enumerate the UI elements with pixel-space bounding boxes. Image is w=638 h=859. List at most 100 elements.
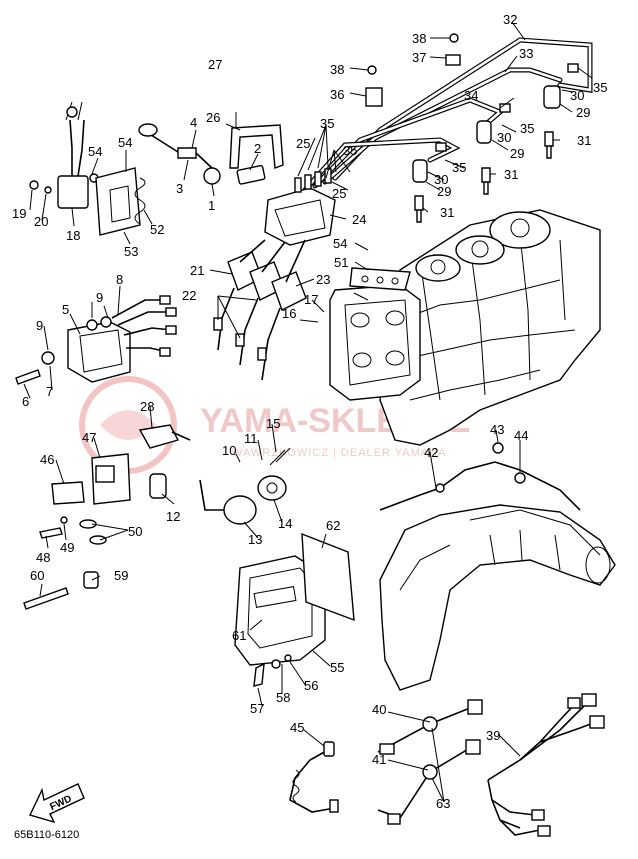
callout-44: 44 <box>514 428 528 443</box>
cable-45 <box>289 741 339 813</box>
callout-25-b: 25 <box>332 186 346 201</box>
callout-20: 20 <box>34 214 48 229</box>
callout-29-c: 29 <box>437 184 451 199</box>
wire-harness-plate <box>349 267 411 291</box>
callout-56: 56 <box>304 678 318 693</box>
callout-35-c: 35 <box>452 160 466 175</box>
plug-caps <box>412 63 579 183</box>
callout-36: 36 <box>330 87 344 102</box>
sensor-assembly <box>138 123 221 185</box>
coil-bracket <box>229 124 284 185</box>
callout-55: 55 <box>330 660 344 675</box>
callout-7: 7 <box>46 384 53 399</box>
callout-43: 43 <box>490 422 504 437</box>
callout-23: 23 <box>316 272 330 287</box>
callout-47: 47 <box>82 430 96 445</box>
callout-40: 40 <box>372 702 386 717</box>
callout-35-d: 35 <box>320 116 334 131</box>
callout-42: 42 <box>424 445 438 460</box>
electrical-cover <box>234 532 355 687</box>
callout-53: 53 <box>124 244 138 259</box>
callout-35-a: 35 <box>593 80 607 95</box>
callout-45: 45 <box>290 720 304 735</box>
cylinder-head <box>329 284 421 401</box>
callout-52: 52 <box>150 222 164 237</box>
ignition-coils <box>213 239 307 381</box>
callout-8: 8 <box>116 272 123 287</box>
callout-31-b: 31 <box>504 167 518 182</box>
callout-61: 61 <box>232 628 246 643</box>
bolt-60-grommet-59 <box>23 571 99 610</box>
part-28 <box>138 424 191 449</box>
callout-6: 6 <box>22 394 29 409</box>
callout-38-a: 38 <box>412 31 426 46</box>
cap-12 <box>149 473 167 499</box>
callout-34: 34 <box>464 88 478 103</box>
callout-54-a: 54 <box>333 236 347 251</box>
callout-54-b: 54 <box>118 135 132 150</box>
callout-29-a: 29 <box>576 105 590 120</box>
fasteners-48-50 <box>39 516 107 545</box>
leader-lines <box>23 21 593 803</box>
callout-30-c: 30 <box>434 172 448 187</box>
callout-33: 33 <box>519 46 533 61</box>
callout-58: 58 <box>276 690 290 705</box>
callout-10: 10 <box>222 443 236 458</box>
spark-plugs <box>414 131 554 223</box>
callout-13: 13 <box>248 532 262 547</box>
callout-26: 26 <box>206 110 220 125</box>
spring-clip <box>134 177 146 225</box>
callout-48: 48 <box>36 550 50 565</box>
callout-25-a: 25 <box>296 136 310 151</box>
callout-32: 32 <box>503 12 517 27</box>
callout-3: 3 <box>176 181 183 196</box>
callout-30-b: 30 <box>497 130 511 145</box>
callout-17: 17 <box>304 292 318 307</box>
callout-12: 12 <box>166 509 180 524</box>
callout-1: 1 <box>208 198 215 213</box>
callout-41: 41 <box>372 752 386 767</box>
callout-16: 16 <box>282 306 296 321</box>
cable-42 <box>379 442 581 511</box>
lead-clips <box>365 33 461 107</box>
callout-24: 24 <box>352 212 366 227</box>
exhaust-pipe <box>379 504 616 691</box>
callout-19: 19 <box>12 206 26 221</box>
callout-29-b: 29 <box>510 146 524 161</box>
callout-50: 50 <box>128 524 142 539</box>
callout-14: 14 <box>278 516 292 531</box>
callout-9-b: 9 <box>36 318 43 333</box>
callout-46: 46 <box>40 452 54 467</box>
callout-35-e: 35 <box>343 143 357 158</box>
callout-49: 49 <box>60 540 74 555</box>
callout-18: 18 <box>66 228 80 243</box>
callout-39: 39 <box>486 728 500 743</box>
cdi-unit <box>15 295 177 385</box>
callout-63: 63 <box>436 796 450 811</box>
callout-62: 62 <box>326 518 340 533</box>
callout-2: 2 <box>254 141 261 156</box>
callout-35-b: 35 <box>520 121 534 136</box>
engine-block <box>379 209 601 446</box>
diagram-code: 65B110-6120 <box>14 829 79 841</box>
wire-harness-39 <box>487 693 605 837</box>
callout-4: 4 <box>190 115 197 130</box>
callout-15: 15 <box>266 416 280 431</box>
starter-relay <box>199 447 291 525</box>
callout-51: 51 <box>334 255 348 270</box>
relay-bracket <box>51 453 131 505</box>
callout-11: 11 <box>244 431 258 446</box>
callout-57: 57 <box>250 701 264 716</box>
callout-27: 27 <box>208 57 222 72</box>
cable-40-41 <box>377 699 483 825</box>
callout-22: 22 <box>182 288 196 303</box>
callout-54-c: 54 <box>88 144 102 159</box>
spark-plug-leads <box>302 37 593 193</box>
callout-9-a: 9 <box>96 290 103 305</box>
fwd-arrow-icon: FWD <box>29 783 85 824</box>
bracket-53 <box>95 167 141 236</box>
rectifier-regulator <box>29 101 99 209</box>
callout-labels: 32 33 35 30 29 31 34 30 35 29 35 30 29 3… <box>12 12 607 811</box>
callout-60: 60 <box>30 568 44 583</box>
